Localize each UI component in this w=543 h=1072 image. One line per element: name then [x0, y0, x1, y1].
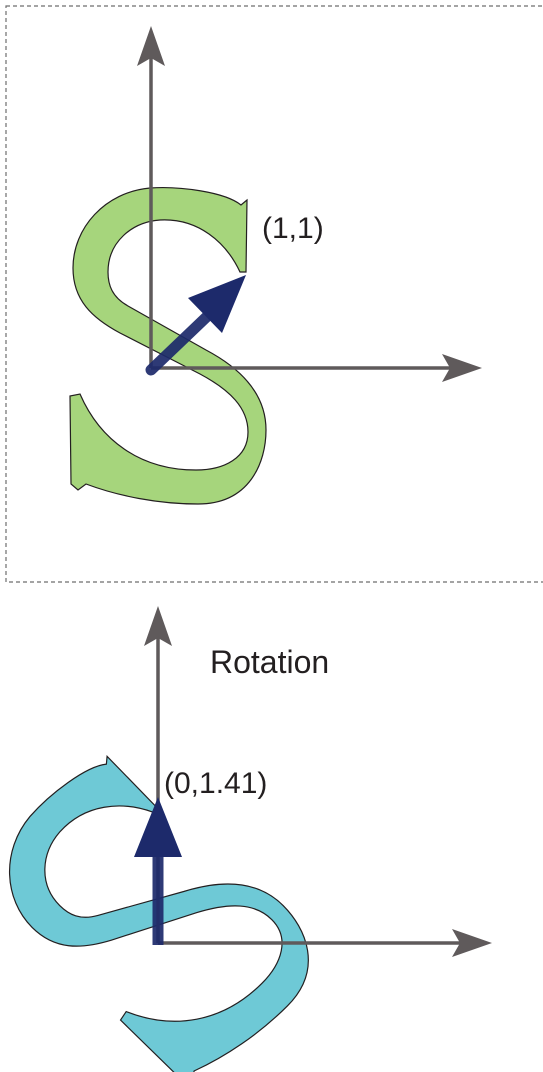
point-label-top: (1,1)	[262, 212, 324, 245]
y-axis-top-arrowhead-icon	[137, 26, 165, 66]
y-axis-bottom-arrowhead-icon	[144, 606, 172, 646]
x-axis-bottom-arrowhead-icon	[452, 929, 492, 957]
bottom-panel: Rotation (0,1.41)	[8, 606, 492, 1072]
letter-s-green	[69, 187, 267, 505]
vector-arrow-top-head-icon	[188, 275, 246, 333]
point-label-bottom: (0,1.41)	[164, 767, 267, 800]
rotation-title: Rotation	[210, 644, 329, 680]
x-axis-top-arrowhead-icon	[442, 354, 482, 382]
vector-arrow-bottom-head-icon	[134, 797, 182, 857]
top-panel-frame	[5, 5, 543, 583]
top-panel: (1,1)	[69, 26, 482, 505]
